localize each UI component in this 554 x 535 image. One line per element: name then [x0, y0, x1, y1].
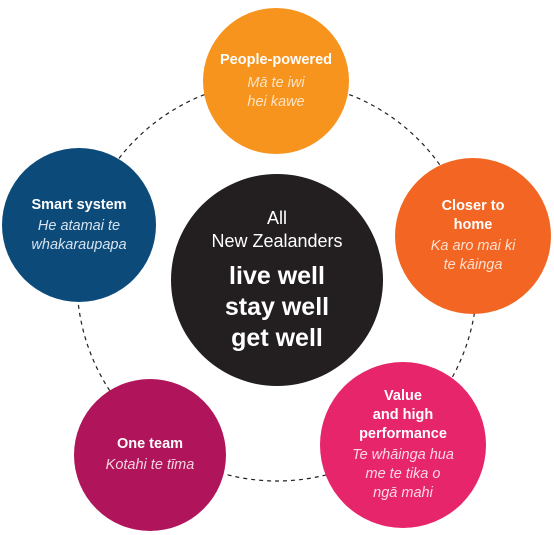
node-one-team-maori: Kotahi te tīma: [105, 457, 195, 473]
node-smart-system-english: Smart system: [31, 196, 127, 213]
center-lead-text: All New Zealanders: [211, 207, 343, 251]
node-value-high-performance-maori: Te whāinga hua me te tika o ngā mahi: [352, 447, 454, 501]
center-stay-well: stay well: [224, 292, 330, 321]
node-closer-to-home-maori: Ka aro mai ki te kāinga: [430, 238, 516, 273]
node-value-high-performance: Value and high performance Te whāinga hu…: [320, 362, 486, 528]
node-closer-to-home: Closer to home Ka aro mai ki te kāinga: [395, 158, 551, 314]
center-get-well: get well: [231, 323, 323, 352]
node-closer-to-home-english: Closer to home: [441, 198, 505, 233]
node-people-powered-english: People-powered: [220, 51, 332, 68]
node-people-powered-maori: Mā te iwi hei kawe: [247, 74, 305, 110]
center-live-well: live well: [229, 261, 325, 290]
node-value-high-performance-english: Value and high performance: [359, 388, 447, 442]
node-people-powered: People-powered Mā te iwi hei kawe: [203, 8, 349, 154]
node-one-team-english: One team: [116, 436, 184, 452]
node-smart-system-maori: He atamai te whakaraupapa: [31, 217, 127, 253]
node-one-team: One team Kotahi te tīma: [74, 379, 226, 531]
node-smart-system: Smart system He atamai te whakaraupapa: [2, 148, 156, 302]
center-circle: All New Zealanders live well stay well g…: [171, 174, 383, 386]
